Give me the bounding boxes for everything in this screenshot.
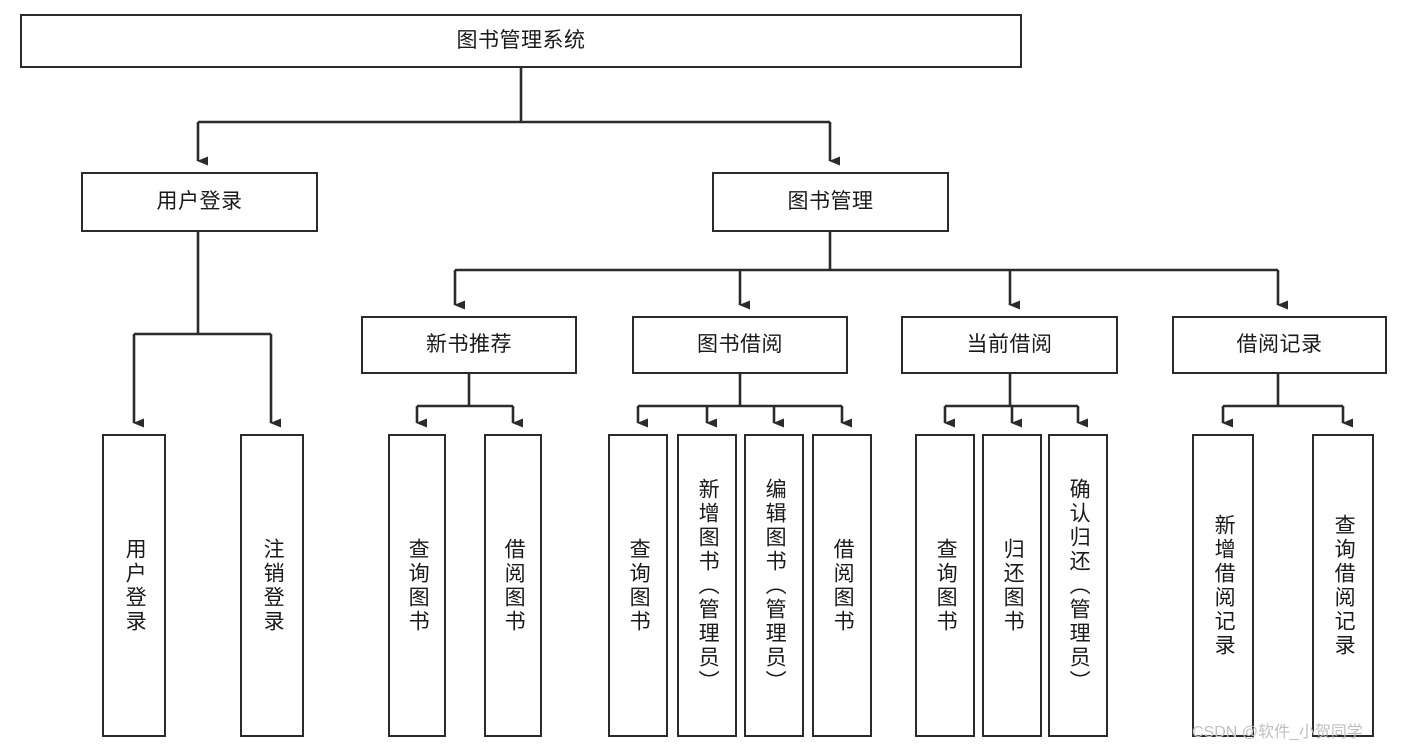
node-leaf-user-login-label: 用户登录 [123, 537, 147, 634]
node-leaf-add-book-label: 新增图书（管理员） [696, 477, 720, 694]
node-leaf-query-record-label: 查询借阅记录 [1332, 513, 1356, 658]
node-leaf-confirm-return[interactable]: 确认归还（管理员） [1048, 434, 1108, 737]
node-new-book-recommend[interactable]: 新书推荐 [361, 316, 577, 374]
node-leaf-query-book-2-label: 查询图书 [627, 537, 651, 634]
node-leaf-borrow-book-1[interactable]: 借阅图书 [484, 434, 542, 737]
node-book-manage[interactable]: 图书管理 [712, 172, 949, 232]
node-current-borrow[interactable]: 当前借阅 [901, 316, 1118, 374]
node-leaf-query-record[interactable]: 查询借阅记录 [1312, 434, 1374, 737]
node-leaf-borrow-book-2-label: 借阅图书 [831, 537, 855, 634]
node-leaf-user-login[interactable]: 用户登录 [102, 434, 166, 737]
node-leaf-query-book-1[interactable]: 查询图书 [388, 434, 446, 737]
node-leaf-borrow-book-1-label: 借阅图书 [502, 537, 526, 634]
node-borrow-record-label: 借阅记录 [1236, 333, 1323, 357]
node-leaf-query-book-1-label: 查询图书 [406, 537, 430, 634]
node-leaf-edit-book-label: 编辑图书（管理员） [763, 477, 787, 694]
node-new-book-recommend-label: 新书推荐 [426, 333, 512, 357]
node-book-borrow[interactable]: 图书借阅 [632, 316, 848, 374]
node-leaf-query-book-2[interactable]: 查询图书 [608, 434, 668, 737]
node-leaf-user-logout[interactable]: 注销登录 [240, 434, 304, 737]
node-leaf-return-book[interactable]: 归还图书 [982, 434, 1042, 737]
node-root[interactable]: 图书管理系统 [20, 14, 1022, 68]
node-borrow-record[interactable]: 借阅记录 [1172, 316, 1387, 374]
node-book-manage-label: 图书管理 [787, 190, 874, 214]
node-leaf-edit-book[interactable]: 编辑图书（管理员） [744, 434, 804, 737]
node-leaf-confirm-return-label: 确认归还（管理员） [1067, 477, 1091, 694]
node-leaf-return-book-label: 归还图书 [1001, 537, 1025, 634]
node-leaf-query-book-3[interactable]: 查询图书 [915, 434, 975, 737]
node-user-login-label: 用户登录 [156, 190, 243, 214]
node-leaf-borrow-book-2[interactable]: 借阅图书 [812, 434, 872, 737]
node-leaf-add-record-label: 新增借阅记录 [1212, 513, 1236, 658]
node-leaf-add-book[interactable]: 新增图书（管理员） [677, 434, 737, 737]
node-leaf-add-record[interactable]: 新增借阅记录 [1192, 434, 1254, 737]
node-user-login[interactable]: 用户登录 [81, 172, 318, 232]
node-book-borrow-label: 图书借阅 [697, 333, 783, 357]
node-leaf-query-book-3-label: 查询图书 [934, 537, 958, 634]
node-current-borrow-label: 当前借阅 [966, 333, 1053, 357]
node-root-label: 图书管理系统 [456, 29, 586, 53]
node-leaf-user-logout-label: 注销登录 [261, 537, 285, 634]
